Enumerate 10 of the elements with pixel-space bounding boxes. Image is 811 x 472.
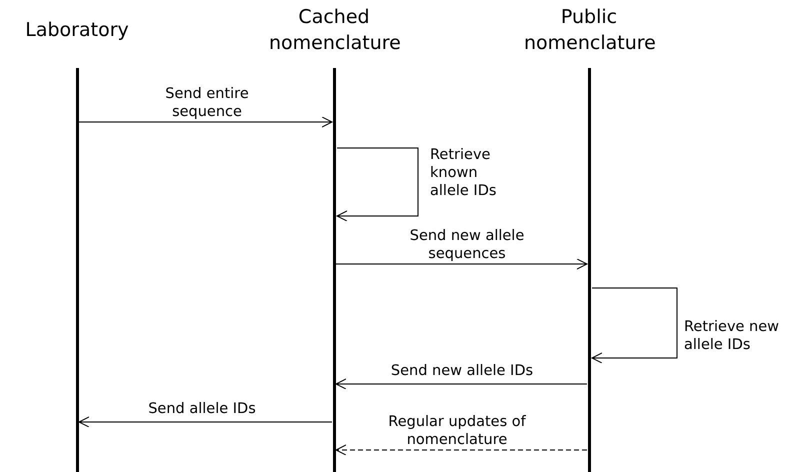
message-arrow <box>336 378 588 390</box>
participant-label: Public nomenclature <box>524 5 654 56</box>
participant-label: Laboratory <box>24 18 130 43</box>
message-arrow <box>78 416 332 428</box>
message-arrow <box>336 444 588 456</box>
message-arrow <box>336 258 588 270</box>
participant-label: Cached nomenclature <box>269 5 399 56</box>
self-message-arrow <box>336 148 418 222</box>
self-message-arrow <box>592 288 678 364</box>
message-arrow <box>78 116 332 128</box>
